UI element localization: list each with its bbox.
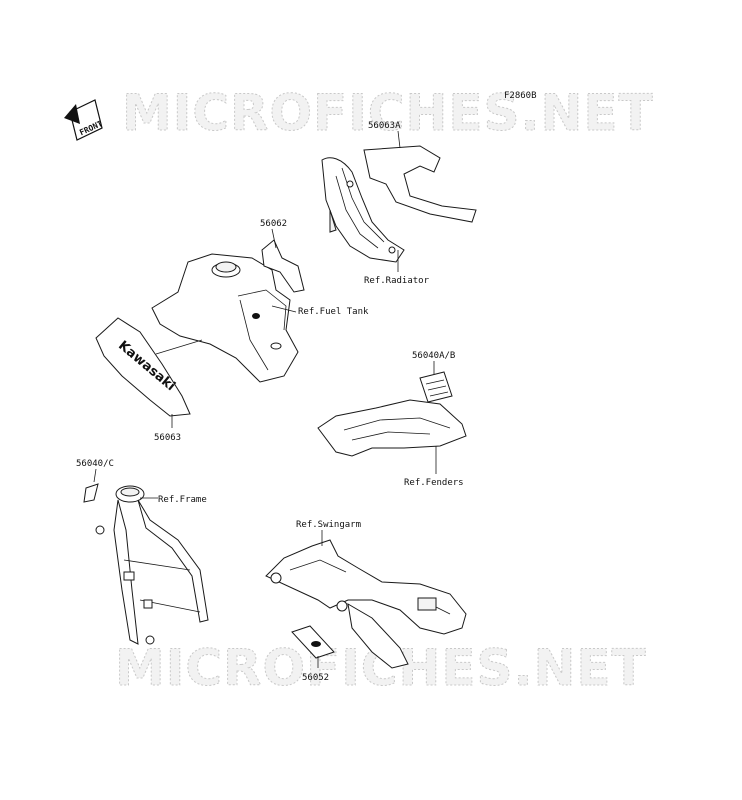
swingarm [265,539,467,669]
label-56063: 56063 [154,433,181,443]
label-56063A: 56063A [368,121,401,131]
fuel-tank [151,253,299,383]
label-ref-fuel-tank: Ref.Fuel Tank [298,307,369,317]
decal-56062 [261,239,305,293]
label-ref-radiator: Ref.Radiator [364,276,430,286]
label-56040AB: 56040A/B [412,351,455,361]
label-ref-swingarm: Ref.Swingarm [296,520,361,530]
diagram-code: F2860B [504,91,537,101]
rear-fender [317,399,467,457]
label-sticker-56052 [291,625,335,659]
label-ref-frame: Ref.Frame [158,495,207,505]
label-56052: 56052 [302,673,329,683]
front-arrow-icon: FRONT [64,99,104,141]
label-ref-fenders: Ref.Fenders [404,478,464,488]
label-56040C: 56040/C [76,459,114,469]
watermark-top: MICROFICHES.NET [122,84,654,142]
frame [95,485,209,645]
label-sticker-56040AB [419,371,453,403]
decal-56063A [363,145,477,223]
label-56062: 56062 [260,219,287,229]
label-sticker-56040C [83,483,99,503]
radiator-shroud [321,157,405,263]
